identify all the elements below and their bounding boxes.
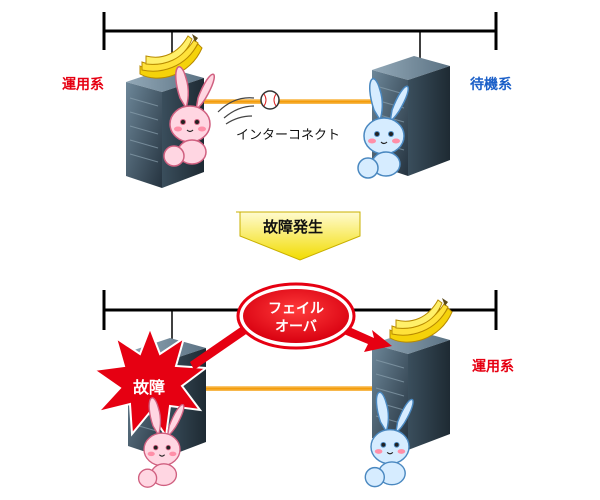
failure-label: 故障: [133, 378, 166, 397]
failover-bubble: [243, 289, 349, 343]
interconnect-label: インターコネクト: [236, 128, 341, 143]
failover-line-left: [190, 322, 252, 370]
bottom-active-label: 運用系: [472, 359, 514, 375]
top-standby-label: 待機系: [470, 77, 512, 93]
top-interconnect-cable: [196, 99, 378, 104]
baseball-icon: [217, 90, 280, 125]
banana-icon: [139, 33, 203, 79]
bottom-interconnect-cable: [196, 386, 376, 391]
failure-occurred-label: 故障発生: [263, 218, 324, 236]
top-panel: [102, 12, 498, 189]
bottom-panel: [93, 282, 498, 488]
failover-label-line2: オーバ: [275, 319, 317, 335]
banana-icon: [389, 297, 453, 343]
failover-label-line1: フェイル: [268, 301, 324, 317]
failure-arrow: [236, 211, 361, 261]
top-active-label: 運用系: [62, 77, 104, 93]
